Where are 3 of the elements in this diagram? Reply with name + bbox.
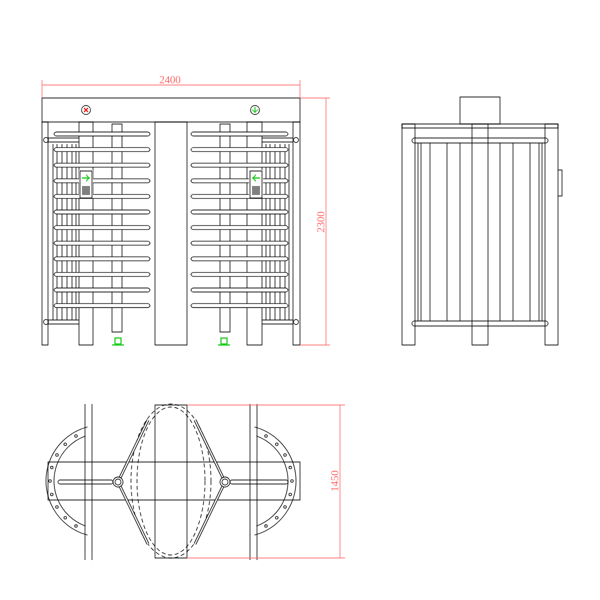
dimension-label: 1450	[331, 470, 338, 491]
dimension-label: 2300	[317, 212, 324, 232]
dimension-label: 2400	[160, 76, 180, 84]
